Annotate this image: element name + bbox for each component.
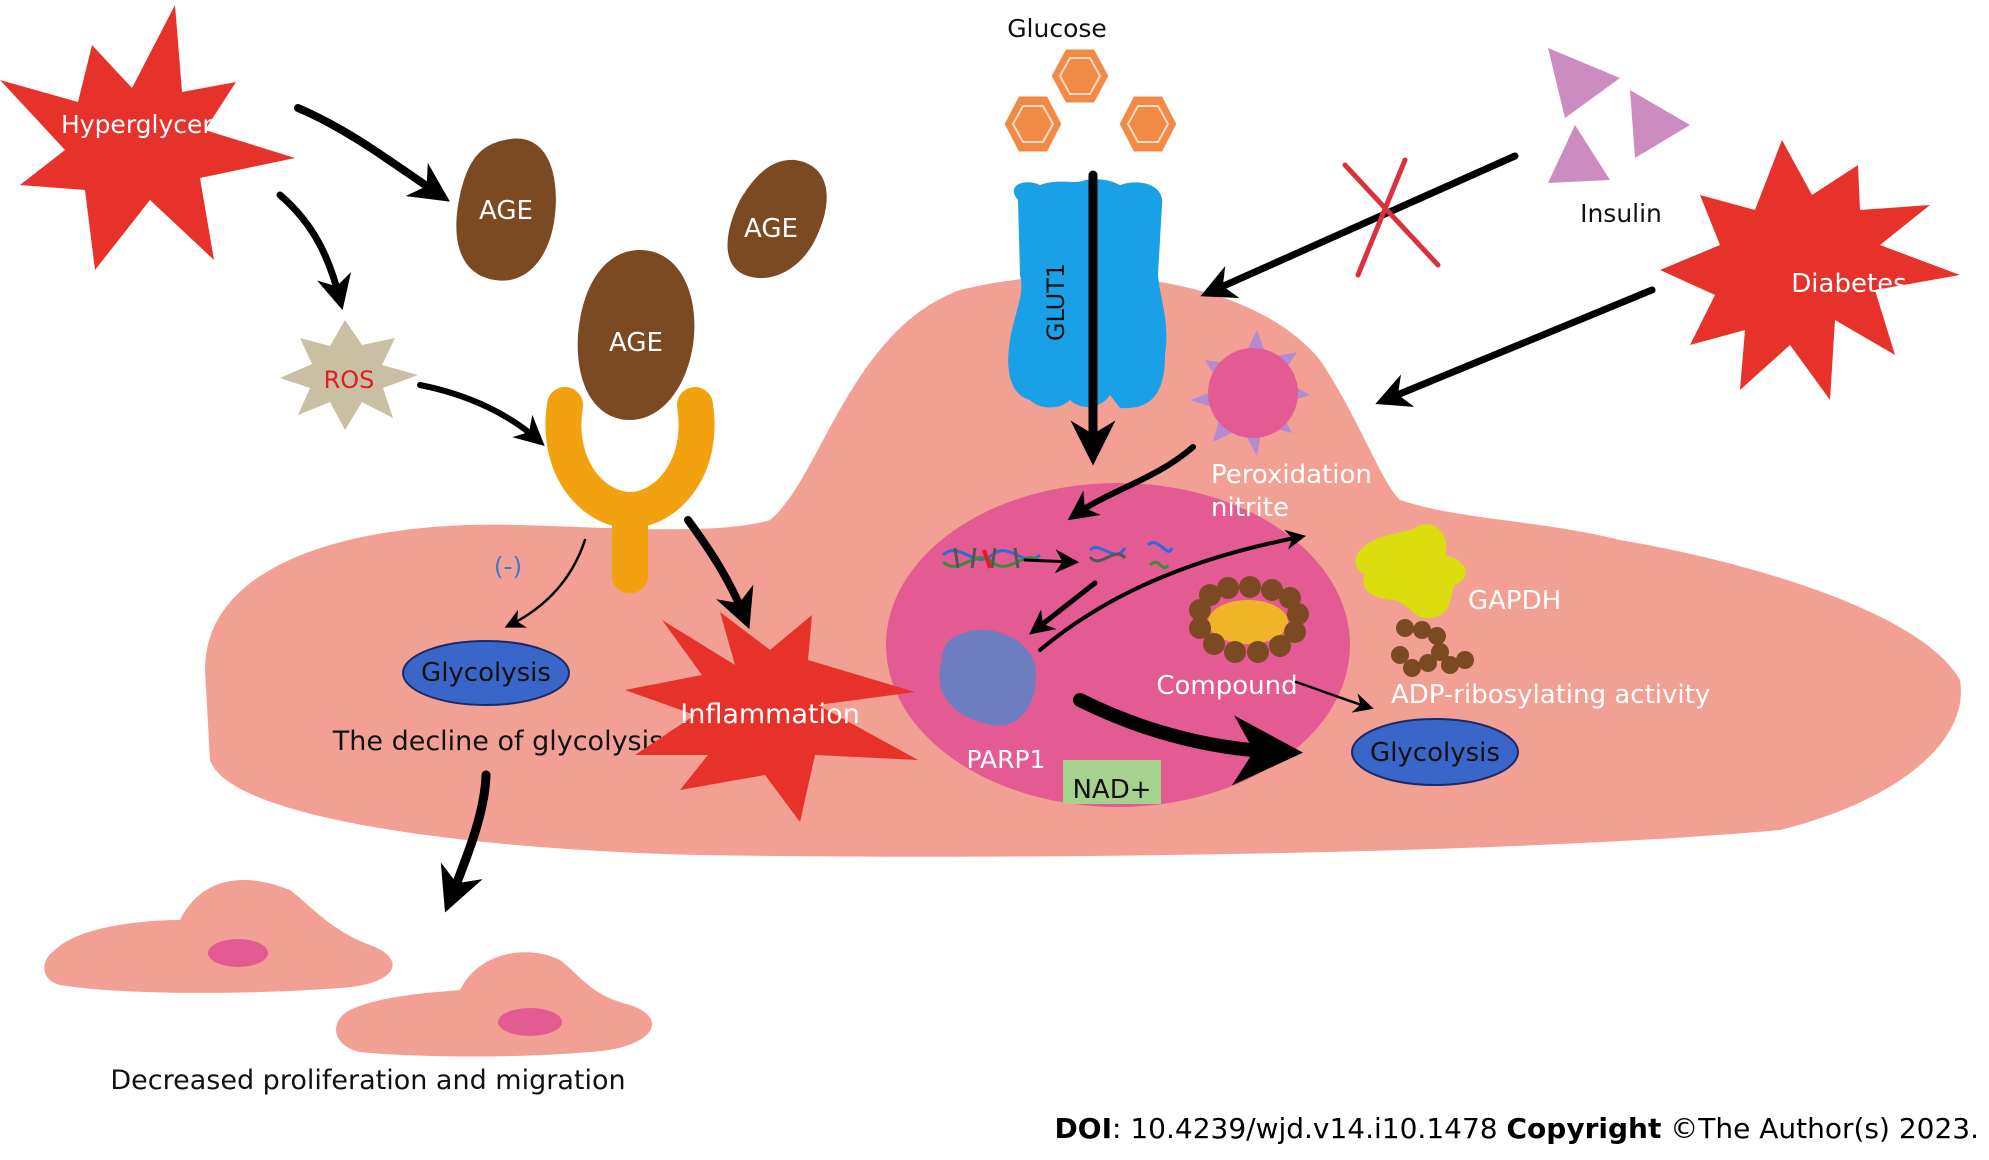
small-cell-2 xyxy=(336,952,653,1057)
glycolysis-right: Glycolysis xyxy=(1351,718,1519,786)
insulin-label: Insulin xyxy=(1580,199,1662,228)
doi-value: : 10.4239/wjd.v14.i10.1478 xyxy=(1112,1112,1507,1145)
adp-ribose-chain-icon xyxy=(1391,619,1474,677)
peroxidation-molecule xyxy=(1190,330,1310,456)
ros-star: ROS xyxy=(280,320,418,430)
nad-box: NAD+ xyxy=(1063,760,1161,805)
receptor-inflammation-arrow xyxy=(684,516,754,630)
glycolysis-left-label: Glycolysis xyxy=(421,658,551,688)
age-label-1: AGE xyxy=(479,196,533,226)
peroxidation-nucleus-arrow xyxy=(1067,444,1196,521)
age-blob-2: AGE xyxy=(727,159,827,279)
gapdh-enzyme xyxy=(1355,524,1466,619)
compound-label: Compound xyxy=(1156,671,1297,701)
decline-proliferation-arrow xyxy=(440,770,491,913)
dna-broken-icon xyxy=(1088,541,1174,570)
diabetes-burst: Diabetes xyxy=(1660,140,1960,400)
adp-ribosylating-label: ADP-ribosylating activity xyxy=(1391,680,1710,710)
ros-label: ROS xyxy=(324,366,375,394)
glycolysis-right-label: Glycolysis xyxy=(1370,738,1500,768)
age-label-2: AGE xyxy=(744,214,798,244)
dna-repair-arrow xyxy=(1023,549,1080,574)
parp1-feedback-arrow xyxy=(1038,529,1306,652)
peroxidation-label-line2: nitrite xyxy=(1211,493,1289,523)
hyperglycemia-label: Hyperglycemia xyxy=(61,110,249,139)
insulin-peroxidation-arrow xyxy=(1375,286,1656,407)
compound-ring xyxy=(1189,576,1309,663)
citation-footer: DOI: 10.4239/wjd.v14.i10.1478 Copyright … xyxy=(1055,1112,1979,1145)
glucose-molecules xyxy=(1001,46,1180,155)
hyperglycemia-age-arrow xyxy=(294,104,450,202)
inflammation-burst: Inflammation xyxy=(625,612,918,822)
age-label-3: AGE xyxy=(609,328,663,358)
inhibit-sign: (-) xyxy=(494,552,523,581)
ros-receptor-arrow xyxy=(417,382,545,446)
peroxidation-label-line1: Peroxidation xyxy=(1211,460,1372,490)
decreased-proliferation-label: Decreased proliferation and migration xyxy=(110,1065,625,1096)
decline-glycolysis-label: The decline of glycolysis xyxy=(332,726,663,757)
glut1-label: GLUT1 xyxy=(1042,263,1070,341)
doi-label: DOI xyxy=(1054,1112,1113,1145)
dna-parp1-arrow xyxy=(1029,580,1098,635)
insulin-molecules xyxy=(1548,48,1690,183)
copyright-value: ©The Author(s) 2023. xyxy=(1661,1112,1979,1145)
glucose-label: Glucose xyxy=(1007,14,1107,43)
copyright-label: Copyright xyxy=(1506,1112,1662,1145)
diabetes-label: Diabetes xyxy=(1791,269,1906,299)
age-blob-3: AGE xyxy=(577,250,695,420)
small-cell-1 xyxy=(44,880,393,993)
compound-arrow xyxy=(1294,680,1374,713)
receptor-glycolysis-arrow xyxy=(504,538,587,628)
parp1-enzyme xyxy=(939,629,1036,726)
hyperglycemia-burst: Hyperglycemia xyxy=(0,5,295,270)
age-blob-1: AGE xyxy=(456,138,556,281)
hyperglycemia-ros-arrow xyxy=(276,191,352,311)
parp1-label: PARP1 xyxy=(967,745,1046,774)
glycolysis-left: Glycolysis xyxy=(402,640,570,706)
blocked-cross-icon xyxy=(1342,157,1441,278)
age-receptor xyxy=(545,387,715,593)
glut1-transporter: GLUT1 xyxy=(1008,179,1167,409)
nad-label: NAD+ xyxy=(1072,775,1151,805)
gapdh-label: GAPDH xyxy=(1468,586,1561,616)
inflammation-label: Inflammation xyxy=(680,699,860,730)
insulin-blocked-arrow xyxy=(1200,152,1519,299)
parp1-glycolysis-arrow xyxy=(1073,693,1303,786)
